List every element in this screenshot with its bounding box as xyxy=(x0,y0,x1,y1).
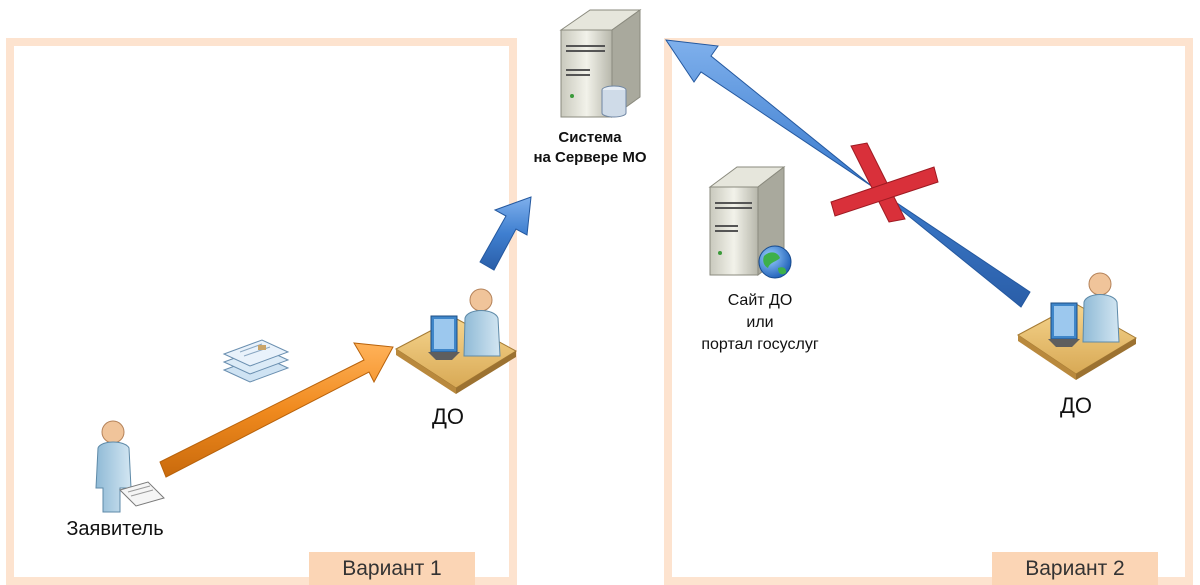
applicant-label: Заявитель xyxy=(66,518,164,540)
variant-2-frame xyxy=(664,38,1193,585)
documents-stack-icon xyxy=(222,339,290,383)
person-at-computer-icon-right xyxy=(1017,272,1137,380)
person-at-computer-icon-left xyxy=(395,288,517,394)
variant-1-label: Вариант 1 xyxy=(309,552,475,585)
red-x-icon xyxy=(830,142,939,223)
website-label: Сайт ДО или портал госуслуг xyxy=(660,290,860,356)
variant-1-frame xyxy=(6,38,517,585)
orange-arrow xyxy=(159,342,394,478)
globe-icon xyxy=(758,245,792,279)
server-label-line1: Система xyxy=(558,129,622,146)
do-left-label: ДО xyxy=(431,404,464,429)
web-server-icon xyxy=(708,165,786,277)
database-server-icon xyxy=(559,9,642,118)
website-label-line3: портал госуслуг xyxy=(701,336,819,353)
website-label-line1: Сайт ДО xyxy=(727,292,793,309)
person-with-document-icon xyxy=(95,420,165,513)
blue-arrow-up xyxy=(479,196,532,271)
server-label-line2: на Сервере МО xyxy=(533,149,647,166)
website-label-line2: или xyxy=(746,314,774,331)
do-right-label: ДО xyxy=(1059,393,1092,418)
blue-arrow-long xyxy=(664,39,1031,308)
server-label: Система на Сервере МО xyxy=(510,128,670,168)
variant-2-label: Вариант 2 xyxy=(992,552,1158,585)
